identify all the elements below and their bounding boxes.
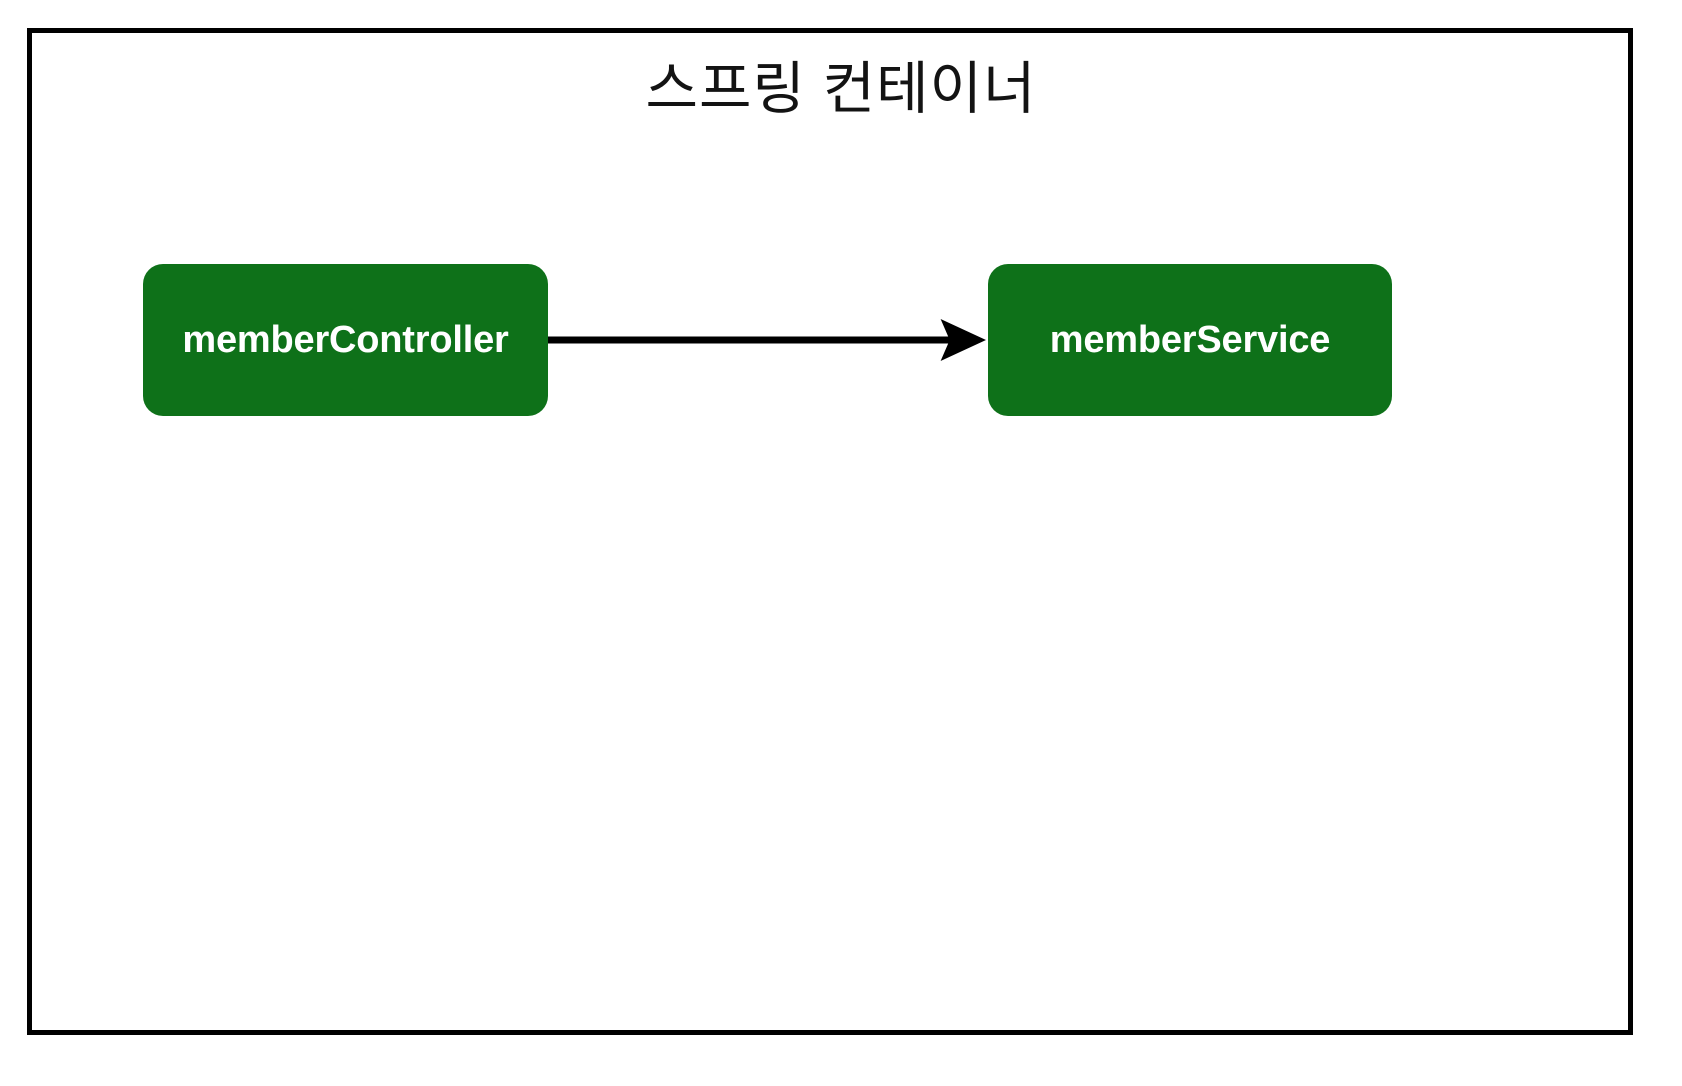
bean-node-label: memberService (1049, 318, 1331, 361)
bean-node-label: memberController (182, 318, 509, 361)
bean-node-memberservice[interactable]: memberService (988, 264, 1392, 416)
bean-node-membercontroller[interactable]: memberController (143, 264, 548, 416)
spring-container-frame (27, 28, 1633, 1035)
page-title: 스프링 컨테이너 (645, 57, 1037, 121)
